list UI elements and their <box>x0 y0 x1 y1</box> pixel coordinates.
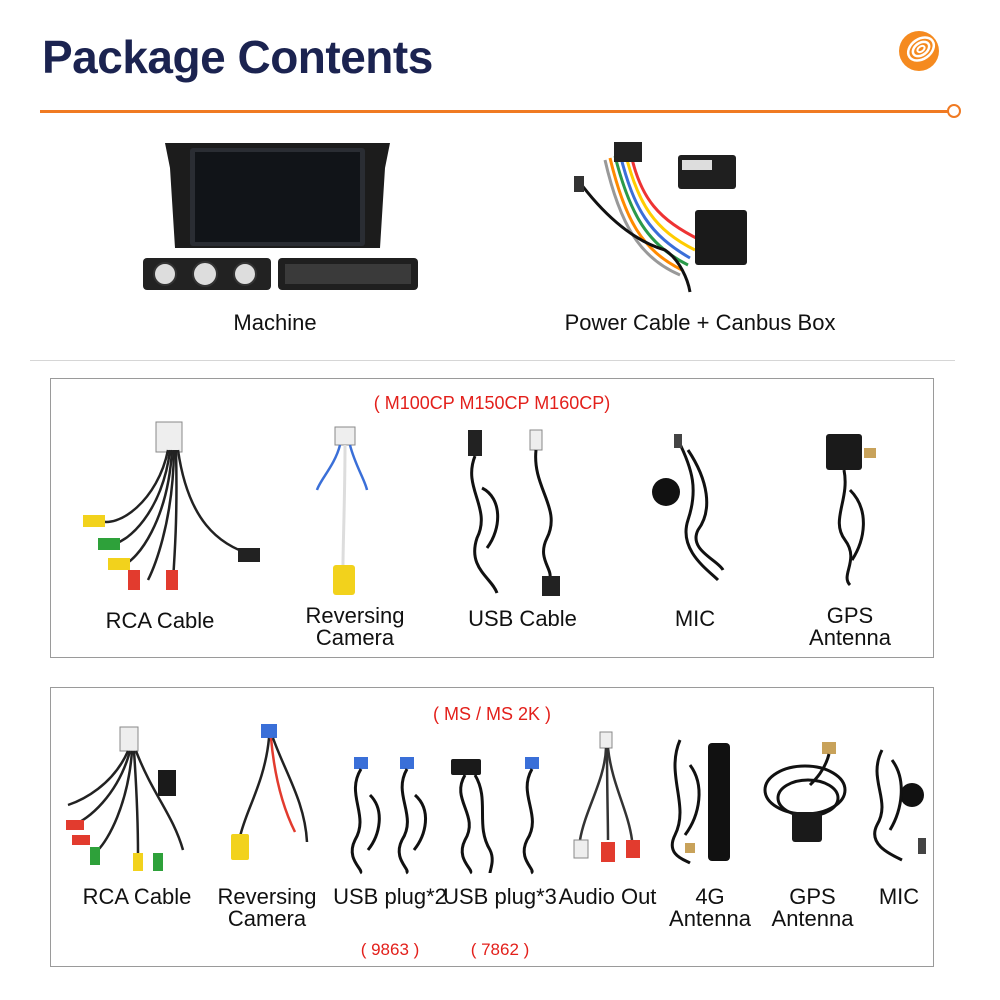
item-label: 4G Antenna <box>669 884 751 931</box>
item-label: USB plug*3 <box>443 884 557 909</box>
model-text: ( MS / MS 2K ) <box>432 704 551 724</box>
item-label: Machine <box>233 310 317 335</box>
item-label: MIC <box>878 884 920 909</box>
header-divider <box>40 110 950 113</box>
microphone-image <box>873 749 926 862</box>
usb-cable-image <box>468 429 560 596</box>
gps-antenna-image <box>763 742 847 842</box>
part-code: ( 9863 ) <box>360 940 420 959</box>
usb-plug-3-image <box>451 757 539 875</box>
section-divider <box>30 360 955 361</box>
item-label: USB Cable <box>468 606 577 631</box>
item-label: Audio Out <box>558 884 657 909</box>
divider-end-dot <box>947 104 961 118</box>
reversing-camera-cable-image <box>231 724 309 860</box>
rca-cable-image <box>83 421 260 590</box>
item-label: GPS Antenna <box>809 603 891 650</box>
item-label: GPS Antenna <box>771 884 854 931</box>
page-title: Package Contents <box>42 31 433 83</box>
item-label: MIC <box>674 606 716 631</box>
gps-antenna-image <box>826 434 876 587</box>
model-text: ( M100CP M150CP M160CP) <box>373 393 611 413</box>
microphone-image <box>652 434 725 582</box>
car-stereo-unit-image <box>143 143 418 290</box>
part-code: ( 7862 ) <box>470 940 530 959</box>
accessory-group-ms-series: ( MS / MS 2K ) <box>50 687 934 967</box>
audio-out-cable-image <box>573 731 640 862</box>
usb-plug-2-image <box>350 757 428 875</box>
power-harness-image <box>574 142 747 293</box>
rca-cable-image <box>66 726 185 871</box>
item-label: Reversing Camera <box>305 603 405 650</box>
item-label: Power Cable + Canbus Box <box>564 310 836 335</box>
accessory-group-m-series: ( M100CP M150CP M160CP) <box>50 378 934 658</box>
spiral-logo-icon <box>899 31 939 71</box>
item-label: RCA Cable <box>82 884 192 909</box>
item-label: Reversing Camera <box>217 884 317 931</box>
item-label: RCA Cable <box>105 608 215 633</box>
reversing-camera-cable-image <box>315 426 369 595</box>
item-label: USB plug*2 <box>333 884 447 909</box>
4g-antenna-image <box>670 739 730 865</box>
